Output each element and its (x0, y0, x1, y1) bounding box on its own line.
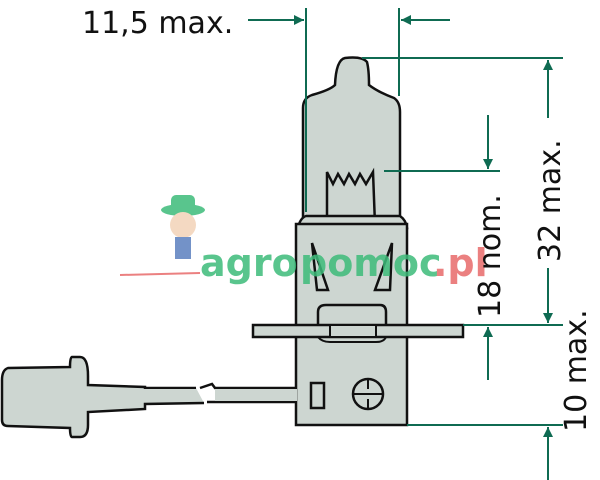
total-height-label: 32 max. (533, 139, 568, 262)
dimension-lines (248, 8, 563, 480)
bulb-glass (296, 56, 409, 252)
watermark-pl: .pl (433, 241, 488, 285)
base-height-label: 10 max. (559, 309, 594, 432)
watermark-pomoc: pomoc (300, 241, 442, 285)
watermark-agro: agro (200, 241, 298, 285)
width-label: 11,5 max. (82, 6, 233, 41)
cable-connector (0, 355, 297, 439)
filament-height-label: 18 nom. (473, 194, 508, 318)
filament (325, 167, 378, 252)
watermark: agro pomoc .pl (119, 195, 488, 285)
bulb-base (251, 222, 465, 427)
